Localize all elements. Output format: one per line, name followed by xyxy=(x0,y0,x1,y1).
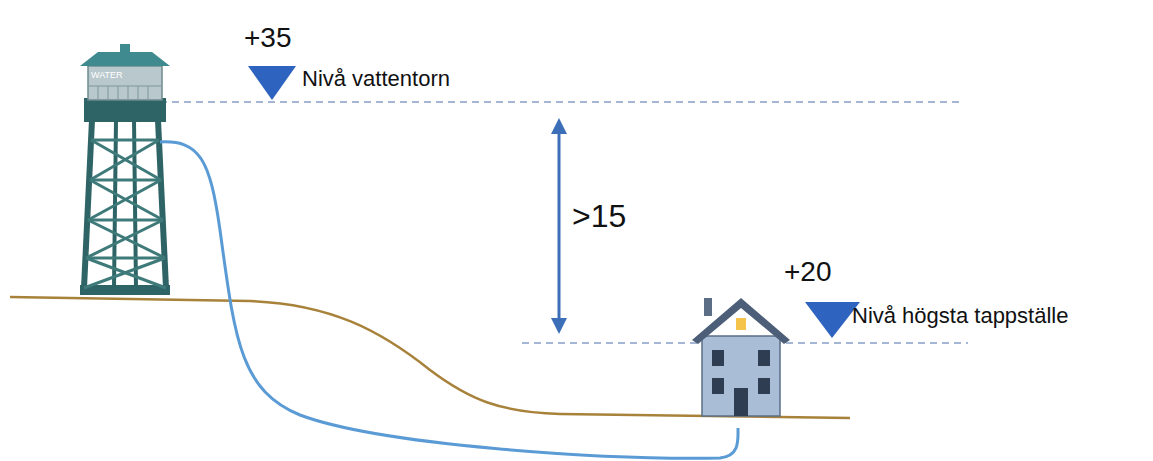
level-line xyxy=(160,101,960,102)
level-label: Nivå vattentorn xyxy=(302,68,450,90)
level-value: +35 xyxy=(244,24,292,52)
arrow-head xyxy=(551,118,567,134)
water-tower xyxy=(80,44,170,295)
tank-text: WATER xyxy=(91,71,123,80)
water-pipe xyxy=(160,142,738,458)
house xyxy=(692,298,790,416)
level-marker xyxy=(248,66,296,100)
dimension-arrow xyxy=(558,128,561,324)
ground-line xyxy=(10,297,850,418)
arrow-head xyxy=(551,318,567,334)
level-value: +20 xyxy=(784,258,832,286)
dimension-label: >15 xyxy=(572,200,626,232)
level-marker xyxy=(805,302,860,338)
level-label: Nivå högsta tappställe xyxy=(852,305,1068,327)
